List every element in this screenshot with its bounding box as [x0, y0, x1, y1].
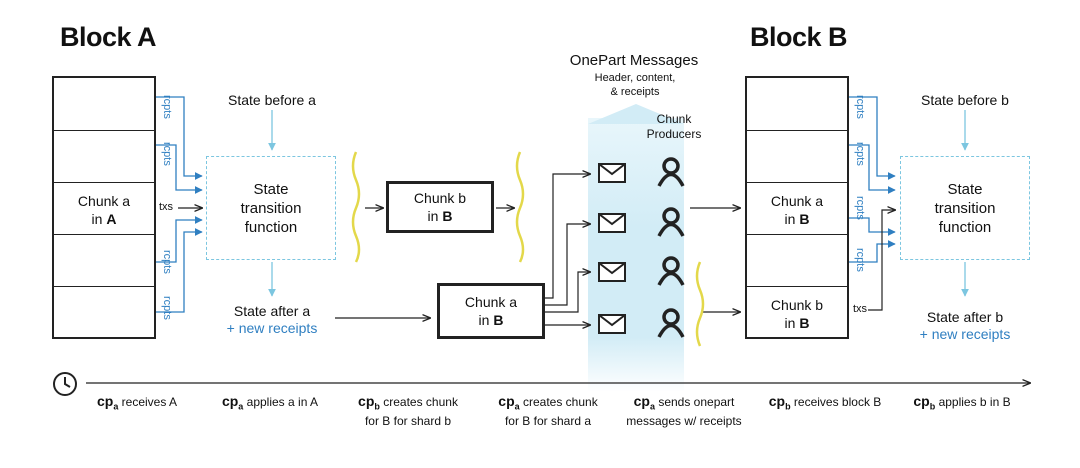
- timeline-step: cpa applies a in A: [221, 393, 319, 412]
- onepart-subtitle-2: & receipts: [610, 86, 660, 98]
- person-icon: [657, 207, 685, 237]
- chunk-a-in-b-box: Chunk a in B: [437, 283, 545, 339]
- state-before-b: State before b: [921, 92, 1009, 108]
- block-b: Chunk a in B Chunk b in B: [745, 76, 849, 339]
- state-after-b: State after b: [926, 309, 1004, 325]
- onepart-title: OnePart Messages: [569, 52, 699, 69]
- envelope-icon: [598, 262, 626, 282]
- rcpts-label: rcpts: [854, 248, 866, 272]
- envelope-icon: [598, 213, 626, 233]
- timeline-step: cpa receives A: [96, 393, 178, 412]
- clock-icon: [53, 372, 77, 396]
- producers-label-1: Chunk: [656, 112, 692, 126]
- rcpts-label: rcpts: [161, 296, 173, 320]
- state-before-a: State before a: [228, 92, 316, 108]
- rcpts-label: rcpts: [854, 196, 866, 220]
- new-receipts-a: + new receipts: [226, 320, 318, 336]
- envelope-icon: [598, 314, 626, 334]
- rcpts-label: rcpts: [161, 142, 173, 166]
- onepart-subtitle-1: Header, content,: [594, 72, 676, 84]
- state-after-a: State after a: [233, 303, 311, 319]
- timeline-step: cpa creates chunk for B for shard a: [498, 393, 598, 429]
- txs-label: txs: [852, 303, 869, 315]
- person-icon: [657, 157, 685, 187]
- block-a-chunk-label: Chunk a in A: [77, 193, 131, 227]
- block-b-chunk-a-label: Chunk a in B: [770, 193, 824, 227]
- chunk-b-in-b-box: Chunk b in B: [386, 181, 494, 233]
- onepart-arrow-head: [588, 104, 684, 124]
- envelope-icon: [598, 163, 626, 183]
- new-receipts-b: + new receipts: [919, 326, 1011, 342]
- rcpts-label: rcpts: [161, 250, 173, 274]
- person-icon: [657, 308, 685, 338]
- block-a-title: Block A: [60, 22, 157, 52]
- timeline-step: cpb creates chunk for B for shard b: [358, 393, 458, 429]
- state-transition-function-right: State transition function: [900, 156, 1030, 260]
- block-a: Chunk a in A: [52, 76, 156, 339]
- txs-label: txs: [158, 201, 175, 213]
- state-transition-function-left: State transition function: [206, 156, 336, 260]
- rcpts-label: rcpts: [854, 95, 866, 119]
- rcpts-label: rcpts: [854, 142, 866, 166]
- timeline-step: cpa sends onepart messages w/ receipts: [626, 393, 742, 429]
- block-b-chunk-b-label: Chunk b in B: [770, 297, 824, 331]
- person-icon: [657, 256, 685, 286]
- producers-label-2: Producers: [646, 127, 702, 141]
- rcpts-label: rcpts: [161, 95, 173, 119]
- timeline-step: cpb receives block B: [768, 393, 882, 412]
- block-b-title: Block B: [750, 22, 848, 52]
- timeline-step: cpb applies b in B: [913, 393, 1011, 412]
